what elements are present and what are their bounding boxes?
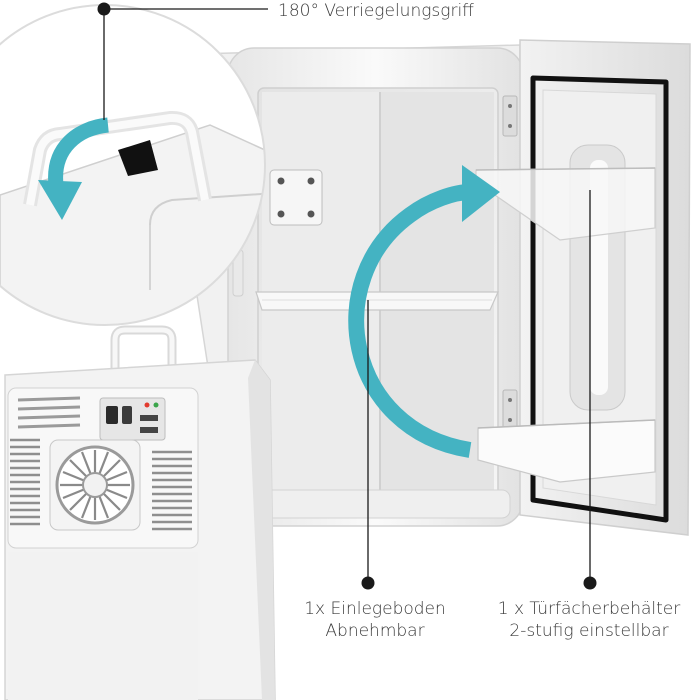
callout-shelf-line2: Abnehmbar bbox=[325, 621, 425, 642]
callout-handle: 180° Verriegelungsgriff bbox=[278, 0, 474, 22]
callout-shelf-line1: 1x Einlegeboden bbox=[304, 599, 446, 619]
fan-icon bbox=[49, 439, 141, 531]
door-bin-lower bbox=[477, 419, 656, 483]
callout-door-line1: 1 x Türfächerbehälter bbox=[497, 599, 681, 619]
rotate-arrow-icon bbox=[38, 117, 110, 220]
callout-shelf: 1x Einlegeboden Abnehmbar bbox=[285, 598, 465, 642]
rear-vent-right bbox=[152, 450, 192, 531]
rear-vent-top bbox=[17, 396, 81, 429]
removable-shelf bbox=[255, 291, 499, 311]
rear-vent-left bbox=[10, 438, 40, 526]
swing-arrow-icon bbox=[348, 165, 500, 458]
fridge-door bbox=[475, 39, 691, 536]
callout-door: 1 x Türfächerbehälter 2-stufig einstellb… bbox=[478, 598, 700, 642]
callout-handle-text: 180° Verriegelungsgriff bbox=[278, 1, 474, 21]
callout-door-line2: 2-stufig einstellbar bbox=[509, 621, 669, 642]
fridge-rear-view bbox=[4, 325, 276, 700]
callout-leaders bbox=[97, 2, 597, 590]
